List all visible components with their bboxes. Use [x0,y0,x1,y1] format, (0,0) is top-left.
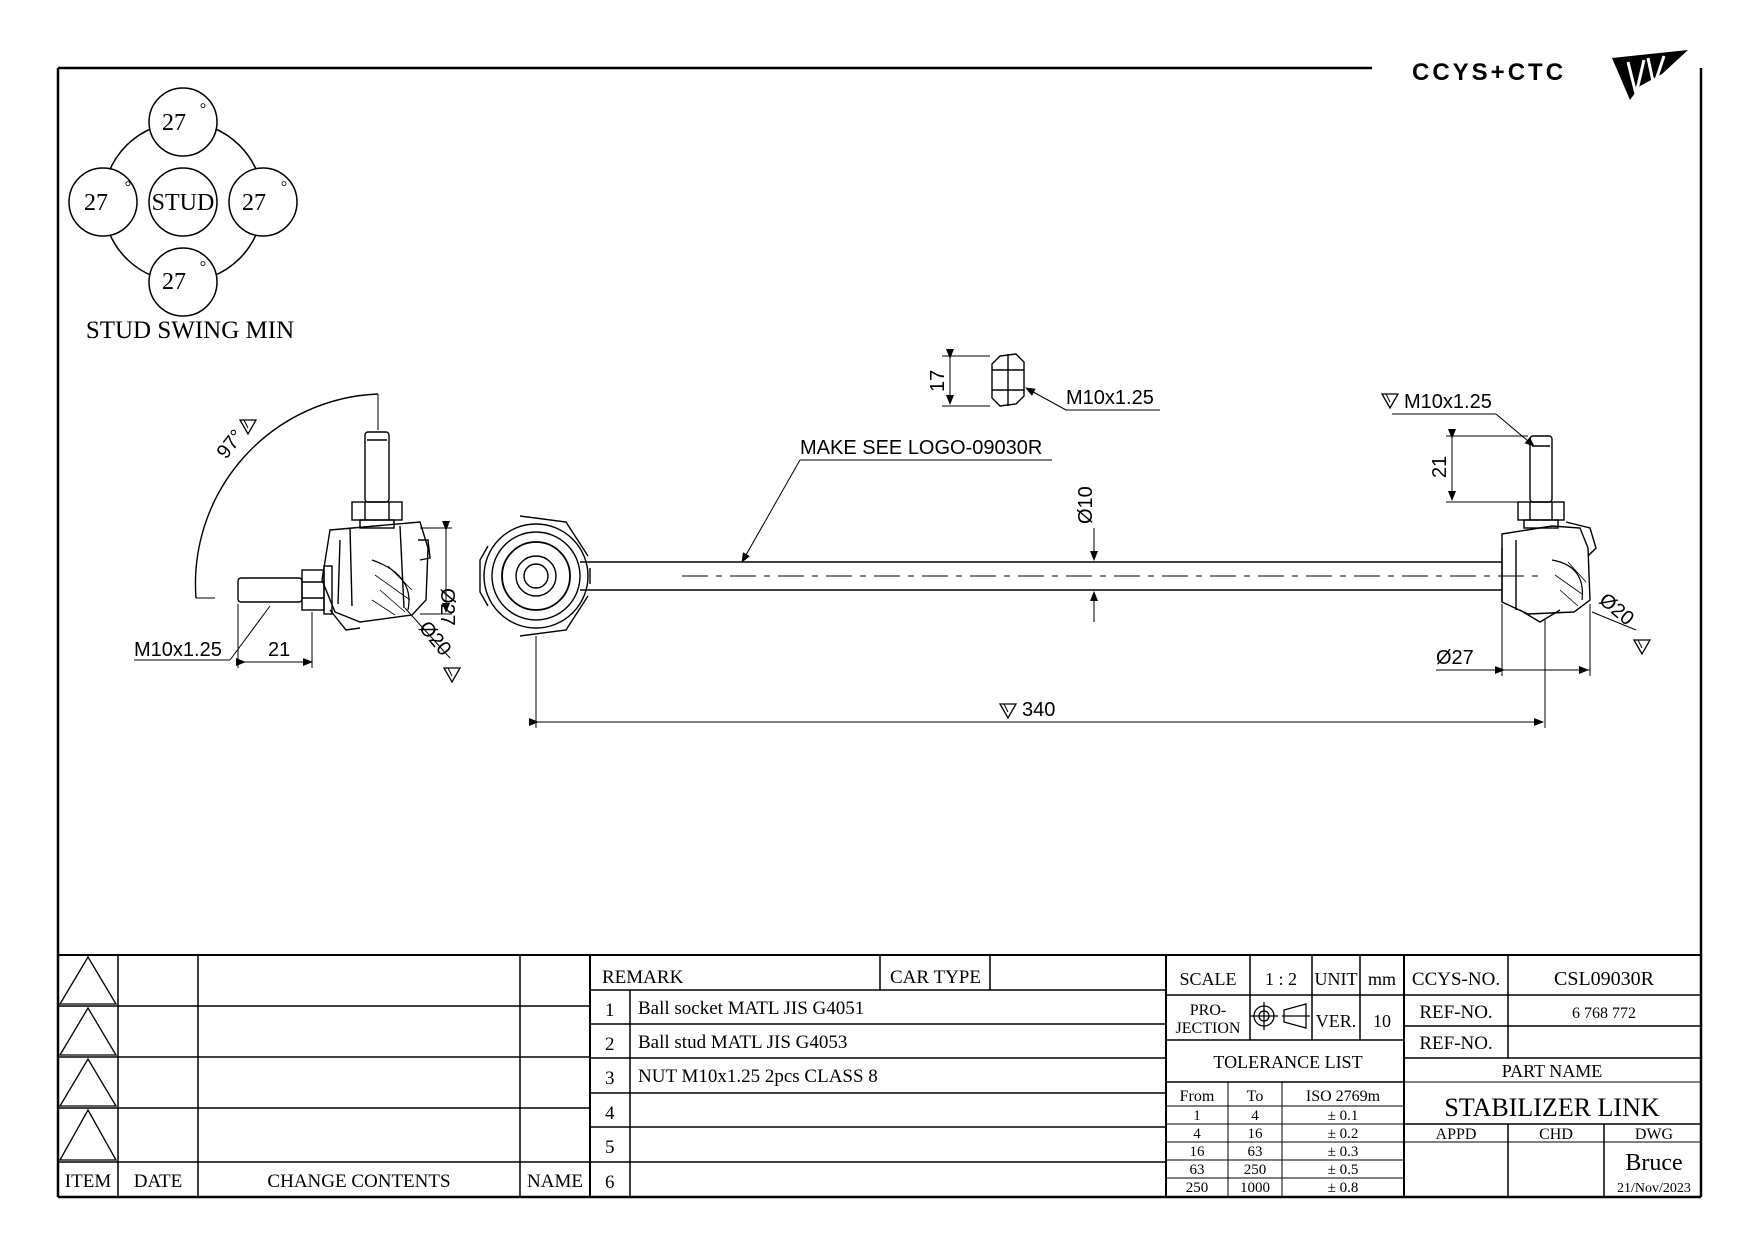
ver-label: VER. [1316,1011,1357,1031]
logo-note: MAKE SEE LOGO-09030R [800,437,1042,459]
dwg-name: Bruce [1625,1150,1682,1176]
tol-val-5: ± 0.8 [1328,1180,1359,1196]
ref-label-1: REF-NO. [1419,1002,1492,1023]
ver-value: 10 [1373,1011,1391,1031]
stud-swing-title: STUD SWING MIN [86,317,294,344]
remark-text-1: Ball socket MATL JIS G4051 [638,998,864,1019]
logo-emblem-icon [1612,50,1688,100]
stabilizer-link-body [479,435,1597,637]
tol-to-4: 250 [1244,1162,1267,1178]
scale-label: SCALE [1179,969,1236,989]
remark-no-3: 3 [605,1068,615,1089]
nut-height-dim: 17 [927,370,949,392]
tol-from-4: 63 [1190,1162,1205,1178]
logo-text: CCYS+CTC [1412,59,1566,86]
appd-label: APPD [1436,1126,1477,1143]
tol-from-1: 1 [1193,1108,1201,1124]
ccys-label: CCYS-NO. [1412,969,1500,990]
company-logo: CCYS+CTC [1412,50,1688,100]
remark-text-2: Ball stud MATL JIS G4053 [638,1032,847,1053]
rod-dia-dim: Ø10 [1075,486,1097,524]
tol-from-2: 4 [1193,1126,1201,1142]
right-thread-length: 21 [1429,456,1451,478]
stud-swing-left: 27 [84,190,108,216]
length-tol-icon [999,703,1017,719]
tol-to-3: 63 [1248,1144,1263,1160]
nut-thread-dim: M10x1.25 [1066,387,1154,409]
dwg-label: DWG [1635,1126,1674,1143]
tolerance-title: TOLERANCE LIST [1213,1052,1362,1072]
remark-no-1: 1 [605,1000,615,1021]
chd-label: CHD [1539,1126,1573,1143]
stud-degree-left: ° [125,179,131,196]
remark-no-2: 2 [605,1034,615,1055]
left-thread-dim: M10x1.25 [134,639,222,661]
projection-label-1: PRO- [1190,1002,1226,1019]
tol-from-5: 250 [1186,1180,1209,1196]
tol-to-1: 4 [1251,1108,1259,1124]
tol-val-4: ± 0.5 [1328,1162,1359,1178]
stud-degree-top: ° [200,101,206,118]
remark-no-4: 4 [605,1103,615,1124]
stud-swing-bottom: 27 [162,269,186,295]
tol-from-3: 16 [1190,1144,1206,1160]
ref-label-2: REF-NO. [1419,1033,1492,1054]
part-name-label: PART NAME [1502,1061,1602,1081]
tol-val-1: ± 0.1 [1328,1108,1359,1124]
stud-degree-right: ° [281,179,287,196]
projection-symbol-icon [1250,1002,1310,1030]
left-dia-tol-icon [443,667,461,683]
nut-view [991,353,1025,407]
rev-header-item: ITEM [65,1171,112,1192]
revision-table [58,954,1701,1197]
tol-val-3: ± 0.3 [1328,1144,1359,1160]
stud-degree-bottom: ° [200,259,206,276]
right-dia27: Ø27 [1436,647,1474,669]
left-ball-joint-view [194,393,431,631]
right-thread-dim: M10x1.25 [1404,391,1492,413]
dwg-date: 21/Nov/2023 [1617,1181,1691,1196]
unit-label: UNIT [1315,969,1358,989]
left-dia27: Ø27 [436,588,458,626]
car-type-label: CAR TYPE [890,967,981,988]
unit-value: mm [1368,969,1396,989]
left-thread-length: 21 [268,639,290,661]
ccys-value: CSL09030R [1554,968,1655,990]
stud-swing-right: 27 [242,190,266,216]
rev-header-change: CHANGE CONTENTS [267,1171,450,1192]
remarks-table [590,955,1167,1197]
tol-header-iso: ISO 2769m [1306,1088,1381,1105]
tol-header-to: To [1247,1088,1264,1105]
remark-no-5: 5 [605,1137,615,1158]
rev-header-date: DATE [134,1171,183,1192]
stud-swing-top: 27 [162,110,186,136]
right-dia20: Ø20 [1595,589,1638,630]
right-thread-tol-icon [1381,393,1399,409]
right-dia-tol-icon [1633,639,1651,655]
tol-to-2: 16 [1248,1126,1264,1142]
part-name: STABILIZER LINK [1444,1093,1659,1122]
info-block [1166,955,1405,1197]
tol-val-2: ± 0.2 [1328,1126,1359,1142]
length-dim: 340 [1022,699,1055,721]
remark-label: REMARK [602,967,684,988]
projection-label-2: JECTION [1176,1020,1241,1037]
left-angle-tol-icon [239,419,257,435]
rev-header-name: NAME [527,1171,583,1192]
tol-to-5: 1000 [1240,1180,1270,1196]
stud-center-label: STUD [152,190,215,216]
scale-value: 1 : 2 [1265,969,1297,989]
remark-text-3: NUT M10x1.25 2pcs CLASS 8 [638,1066,878,1087]
ref-value-1: 6 768 772 [1572,1005,1636,1022]
tol-header-from: From [1180,1088,1215,1105]
title-block [1404,955,1701,1197]
drawing-frame [56,66,1703,1199]
remark-no-6: 6 [605,1172,615,1193]
stud-swing-diagram [68,87,298,317]
